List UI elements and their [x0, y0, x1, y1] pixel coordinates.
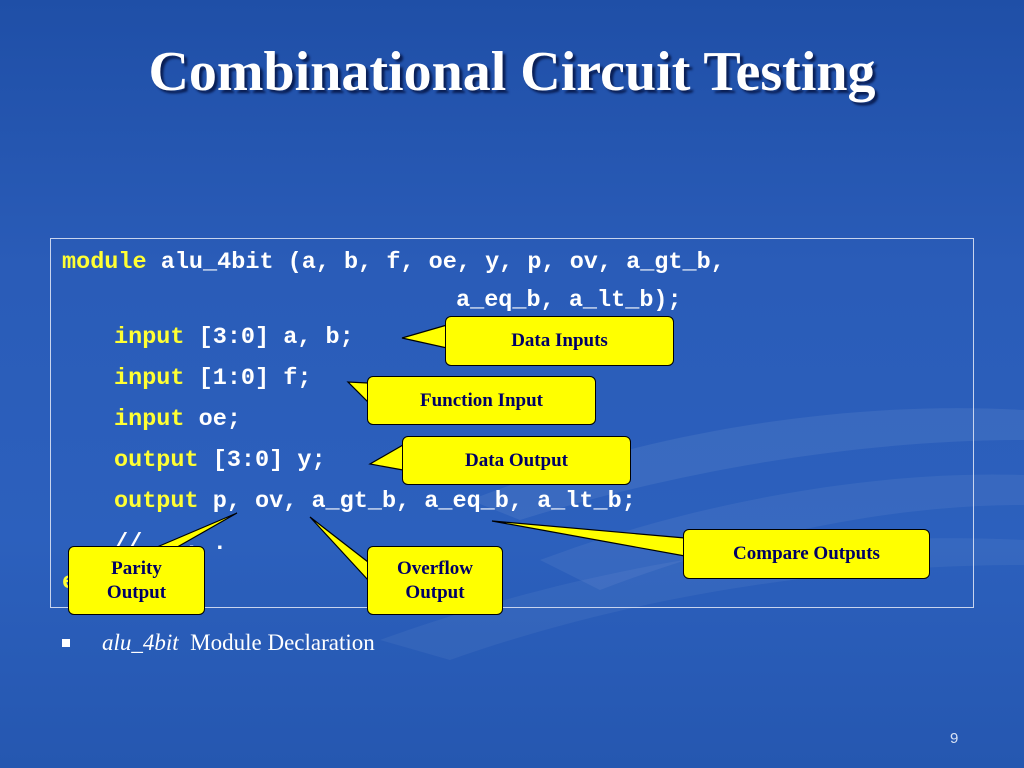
keyword-module: module [62, 249, 147, 276]
keyword-output: output [114, 488, 199, 515]
callout-parity-line2: Output [106, 581, 167, 603]
bullet-text: alu_4bit Module Declaration [102, 630, 375, 656]
code-line-input-ab: input [3:0] a, b; [114, 324, 354, 352]
callout-overflow-line1: Overflow [397, 557, 473, 579]
keyword-output: output [114, 447, 199, 474]
pointer-overflow-output [309, 516, 369, 582]
code-text: [3:0] y; [198, 447, 326, 474]
bullet-description: Module Declaration [190, 630, 375, 655]
callout-compare-outputs: Compare Outputs [683, 529, 930, 579]
code-line-module: module alu_4bit (a, b, f, oe, y, p, ov, … [62, 249, 725, 277]
keyword-input: input [114, 365, 185, 392]
square-bullet-icon [62, 639, 70, 647]
pointer-function-input [346, 381, 369, 404]
code-text: [1:0] f; [184, 365, 312, 392]
code-text: p, ov, a_gt_b, a_eq_b, a_lt_b; [198, 488, 636, 515]
code-text: alu_4bit (a, b, f, oe, y, p, ov, a_gt_b, [146, 249, 725, 276]
callout-function-input: Function Input [367, 376, 596, 425]
pointer-data-inputs [401, 324, 448, 349]
keyword-input: input [114, 406, 185, 433]
code-line-input-f: input [1:0] f; [114, 365, 311, 393]
code-line-output-flags: output p, ov, a_gt_b, a_eq_b, a_lt_b; [114, 488, 636, 516]
callout-data-output: Data Output [402, 436, 631, 485]
callout-parity-output: Parity Output [68, 546, 205, 615]
code-line-input-oe: input oe; [114, 406, 241, 434]
callout-parity-line1: Parity [111, 557, 162, 579]
code-box [50, 238, 974, 608]
callout-overflow-line2: Output [405, 581, 465, 603]
code-text: [3:0] a, b; [184, 324, 354, 351]
pointer-data-output [368, 443, 404, 471]
callout-data-inputs: Data Inputs [445, 316, 674, 366]
bullet-module-name: alu_4bit [102, 630, 179, 655]
page-number: 9 [950, 730, 959, 747]
callout-overflow-output: Overflow Output [367, 546, 503, 615]
code-text: oe; [184, 406, 241, 433]
code-line-output-y: output [3:0] y; [114, 447, 326, 475]
pointer-parity-output [149, 512, 238, 551]
slide-title: Combinational Circuit Testing [148, 41, 876, 103]
code-line-continuation: a_eq_b, a_lt_b); [456, 287, 682, 314]
keyword-input: input [114, 324, 185, 351]
pointer-compare-outputs [491, 520, 686, 557]
